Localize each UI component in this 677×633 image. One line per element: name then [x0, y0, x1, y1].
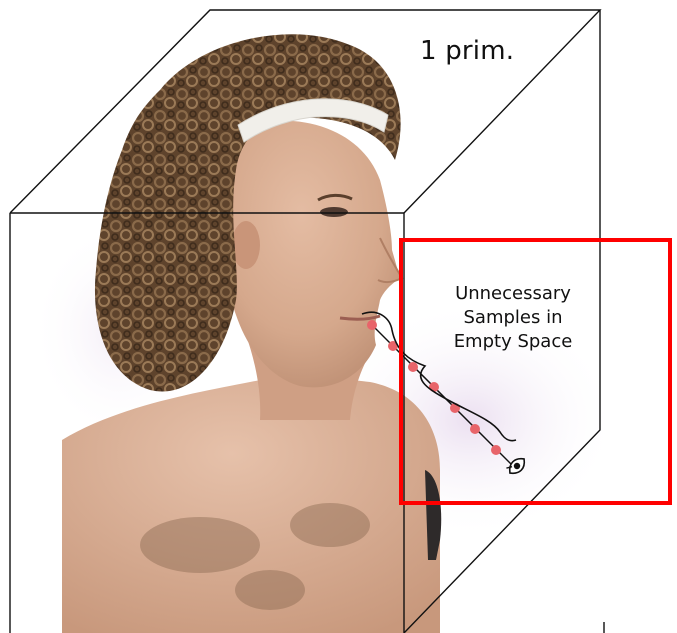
- annotation-line: Samples in: [408, 306, 618, 330]
- primitive-count-label: 1 prim.: [420, 36, 514, 66]
- sample-point: [408, 362, 418, 372]
- annotation-line: Unnecessary: [408, 282, 618, 306]
- ear: [232, 221, 260, 269]
- annotation-line: Empty Space: [408, 330, 618, 354]
- sample-point: [491, 445, 501, 455]
- sample-point: [367, 320, 377, 330]
- sample-point: [429, 382, 439, 392]
- sample-point: [470, 424, 480, 434]
- annotation-label: Unnecessary Samples in Empty Space: [408, 282, 618, 354]
- subject-eye: [320, 207, 348, 217]
